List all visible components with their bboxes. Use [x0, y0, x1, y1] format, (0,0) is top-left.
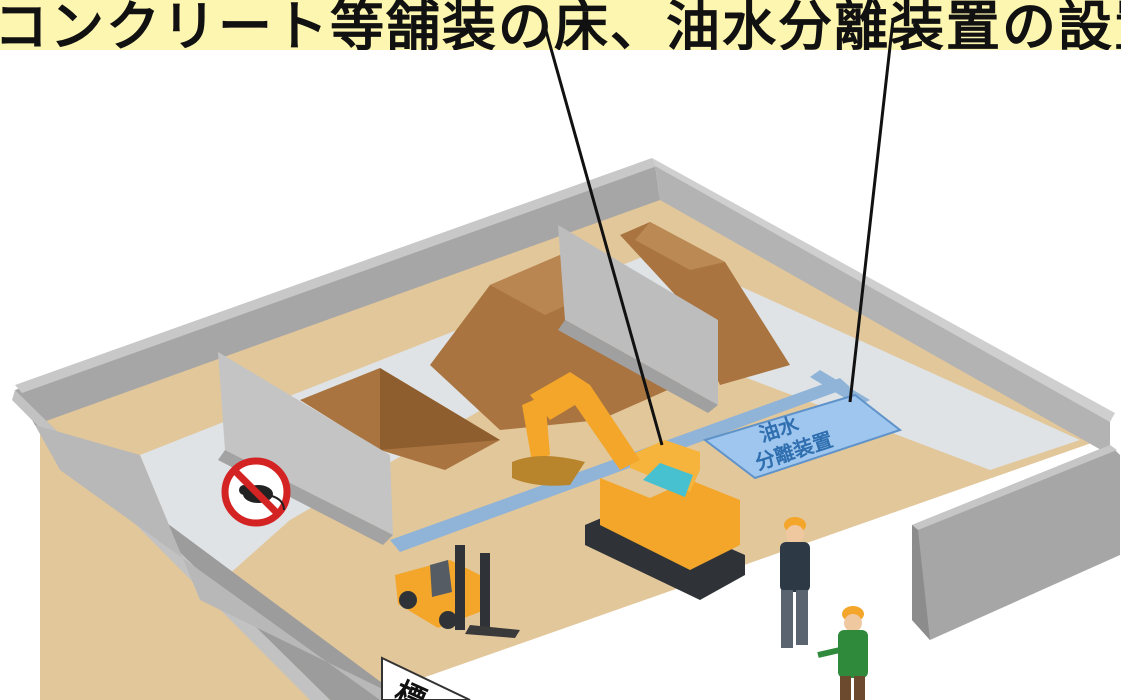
forklift-wheel-rear	[439, 611, 457, 629]
no-rat-icon	[225, 461, 287, 523]
worker-pointing	[818, 606, 868, 700]
forklift-wheel-front	[399, 591, 417, 609]
forklift-mast-2	[480, 553, 490, 635]
